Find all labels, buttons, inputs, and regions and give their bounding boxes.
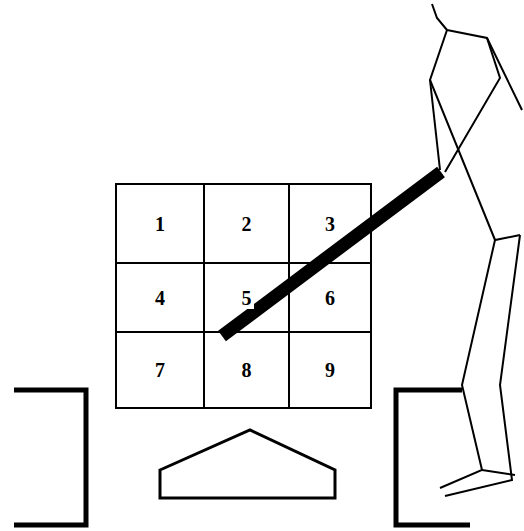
zone-cell: 4 [115,262,205,333]
zone-cell: 2 [203,183,290,264]
zone-number: 3 [323,213,337,235]
zone-number: 2 [240,213,254,235]
zone-number: 1 [153,213,167,235]
zone-number: 5 [240,287,254,309]
zone-number: 8 [240,359,254,381]
zone-number: 7 [153,359,167,381]
zone-cell: 8 [203,331,290,409]
zone-number: 4 [153,287,167,309]
right-batters-box [396,390,470,525]
zone-cell: 3 [288,183,372,264]
zone-cell: 6 [288,262,372,333]
zone-cell: 1 [115,183,205,264]
stick-figure [430,4,522,496]
zone-cell: 7 [115,331,205,409]
home-plate [160,430,335,498]
left-batters-box [14,390,86,525]
zone-cell: 5 [203,262,290,333]
zone-number: 9 [323,359,337,381]
zone-number: 6 [323,287,337,309]
bat [222,172,441,336]
zone-cell: 9 [288,331,372,409]
